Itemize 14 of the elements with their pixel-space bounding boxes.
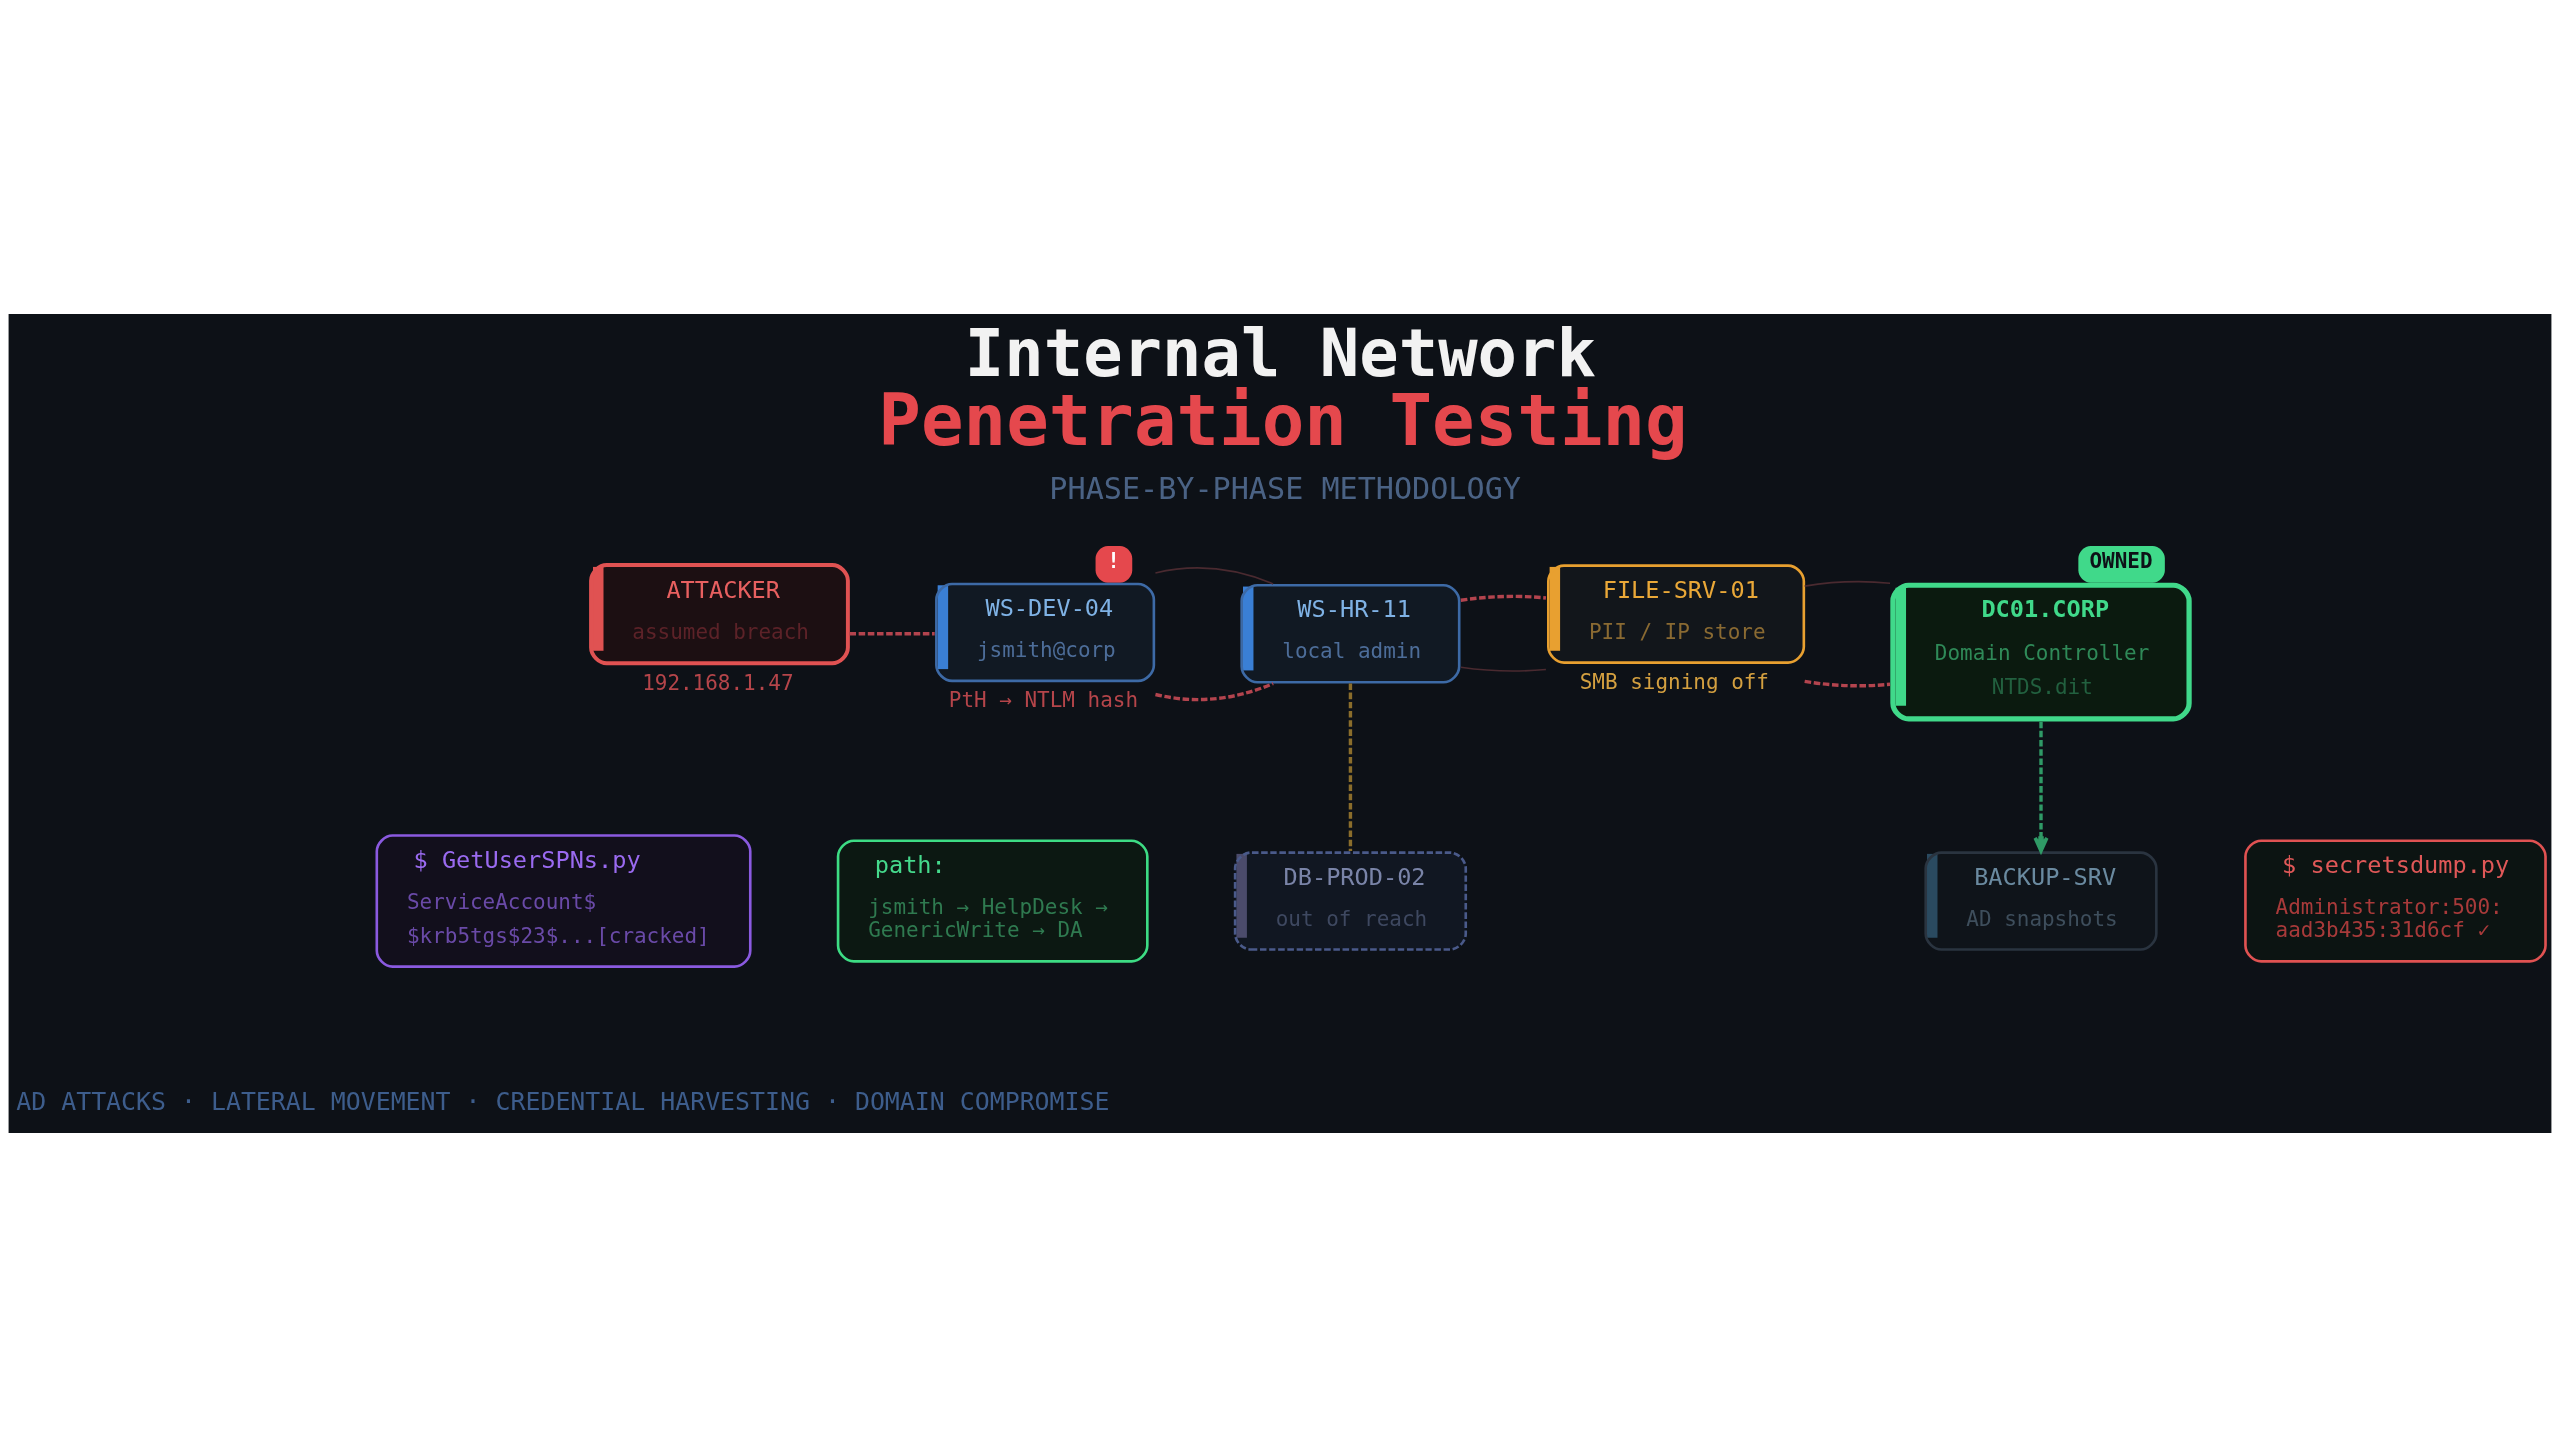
label: AD ATTACKS · LATERAL MOVEMENT · CREDENTIAL HARVESTING · DOMAIN COMPROMISE bbox=[16, 1087, 1110, 1117]
connector bbox=[1804, 679, 1891, 688]
arrow bbox=[2033, 721, 2049, 853]
caption: PHASE-BY-PHASE METHODOLOGY bbox=[1049, 471, 1521, 507]
connector bbox=[1155, 681, 1274, 702]
connector bbox=[1803, 580, 1891, 587]
connector bbox=[849, 632, 935, 636]
node-label: SMB signing off bbox=[1579, 669, 1769, 694]
connector bbox=[1348, 683, 1353, 852]
diagram-title: Internal Network Penetration Testing bbox=[878, 314, 1688, 463]
node-label: 192.168.1.47 bbox=[642, 670, 794, 695]
connector bbox=[1460, 594, 1547, 602]
node-label: PtH → NTLM hash bbox=[948, 687, 1139, 712]
connector bbox=[1460, 666, 1547, 672]
